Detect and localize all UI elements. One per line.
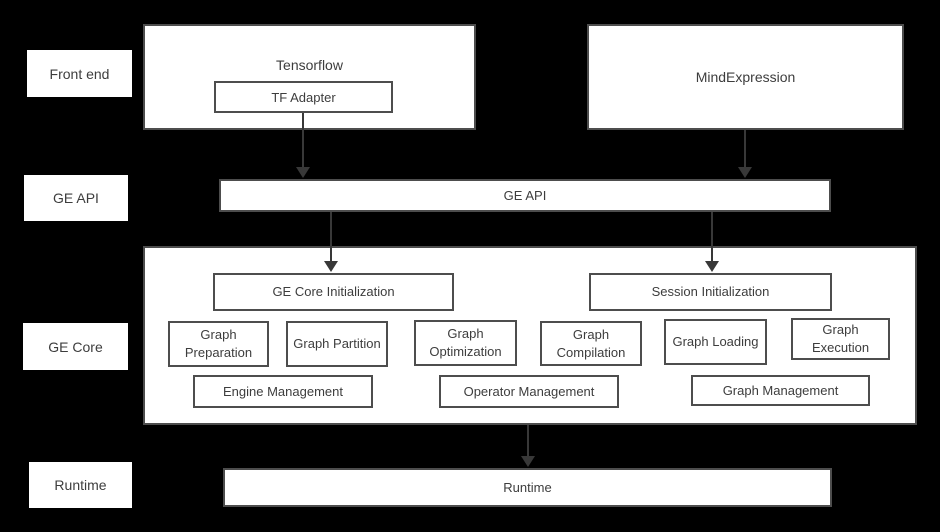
graph-partition-box: Graph Partition [286,321,388,367]
engine-management-box: Engine Management [193,375,373,408]
graph-execution-box: Graph Execution [791,318,890,360]
arrow-ge-api-to-session-initialization [705,212,719,272]
arrow-head-icon [296,167,310,178]
arrow-line [302,113,304,167]
layer-label-ge-core: GE Core [23,323,128,370]
arrow-tf-adapter-to-ge-api [296,113,310,178]
graph-compilation-box: Graph Compilation [540,321,642,366]
session-initialization-box: Session Initialization [589,273,832,311]
runtime-bar: Runtime [223,468,832,507]
arrow-ge-api-to-ge-core-initialization [324,212,338,272]
graph-optimization-box: Graph Optimization [414,320,517,366]
arrow-mindexpression-to-ge-api [738,130,752,178]
ge-core-initialization-box: GE Core Initialization [213,273,454,311]
tensorflow-label: Tensorflow [276,57,343,73]
arrow-line [744,130,746,167]
layer-label-front-end: Front end [27,50,132,97]
arrow-line [711,212,713,261]
graph-management-box: Graph Management [691,375,870,406]
arrow-head-icon [705,261,719,272]
operator-management-box: Operator Management [439,375,619,408]
ge-api-bar: GE API [219,179,831,212]
graph-loading-box: Graph Loading [664,319,767,365]
graph-preparation-box: Graph Preparation [168,321,269,367]
arrow-head-icon [521,456,535,467]
arrow-ge-core-to-runtime [521,425,535,467]
arrow-head-icon [738,167,752,178]
arrow-line [330,212,332,261]
mindexpression-box: MindExpression [587,24,904,130]
layer-label-ge-api: GE API [24,175,128,221]
arrow-line [527,425,529,456]
arrow-head-icon [324,261,338,272]
tf-adapter-box: TF Adapter [214,81,393,113]
layer-label-runtime: Runtime [29,462,132,508]
